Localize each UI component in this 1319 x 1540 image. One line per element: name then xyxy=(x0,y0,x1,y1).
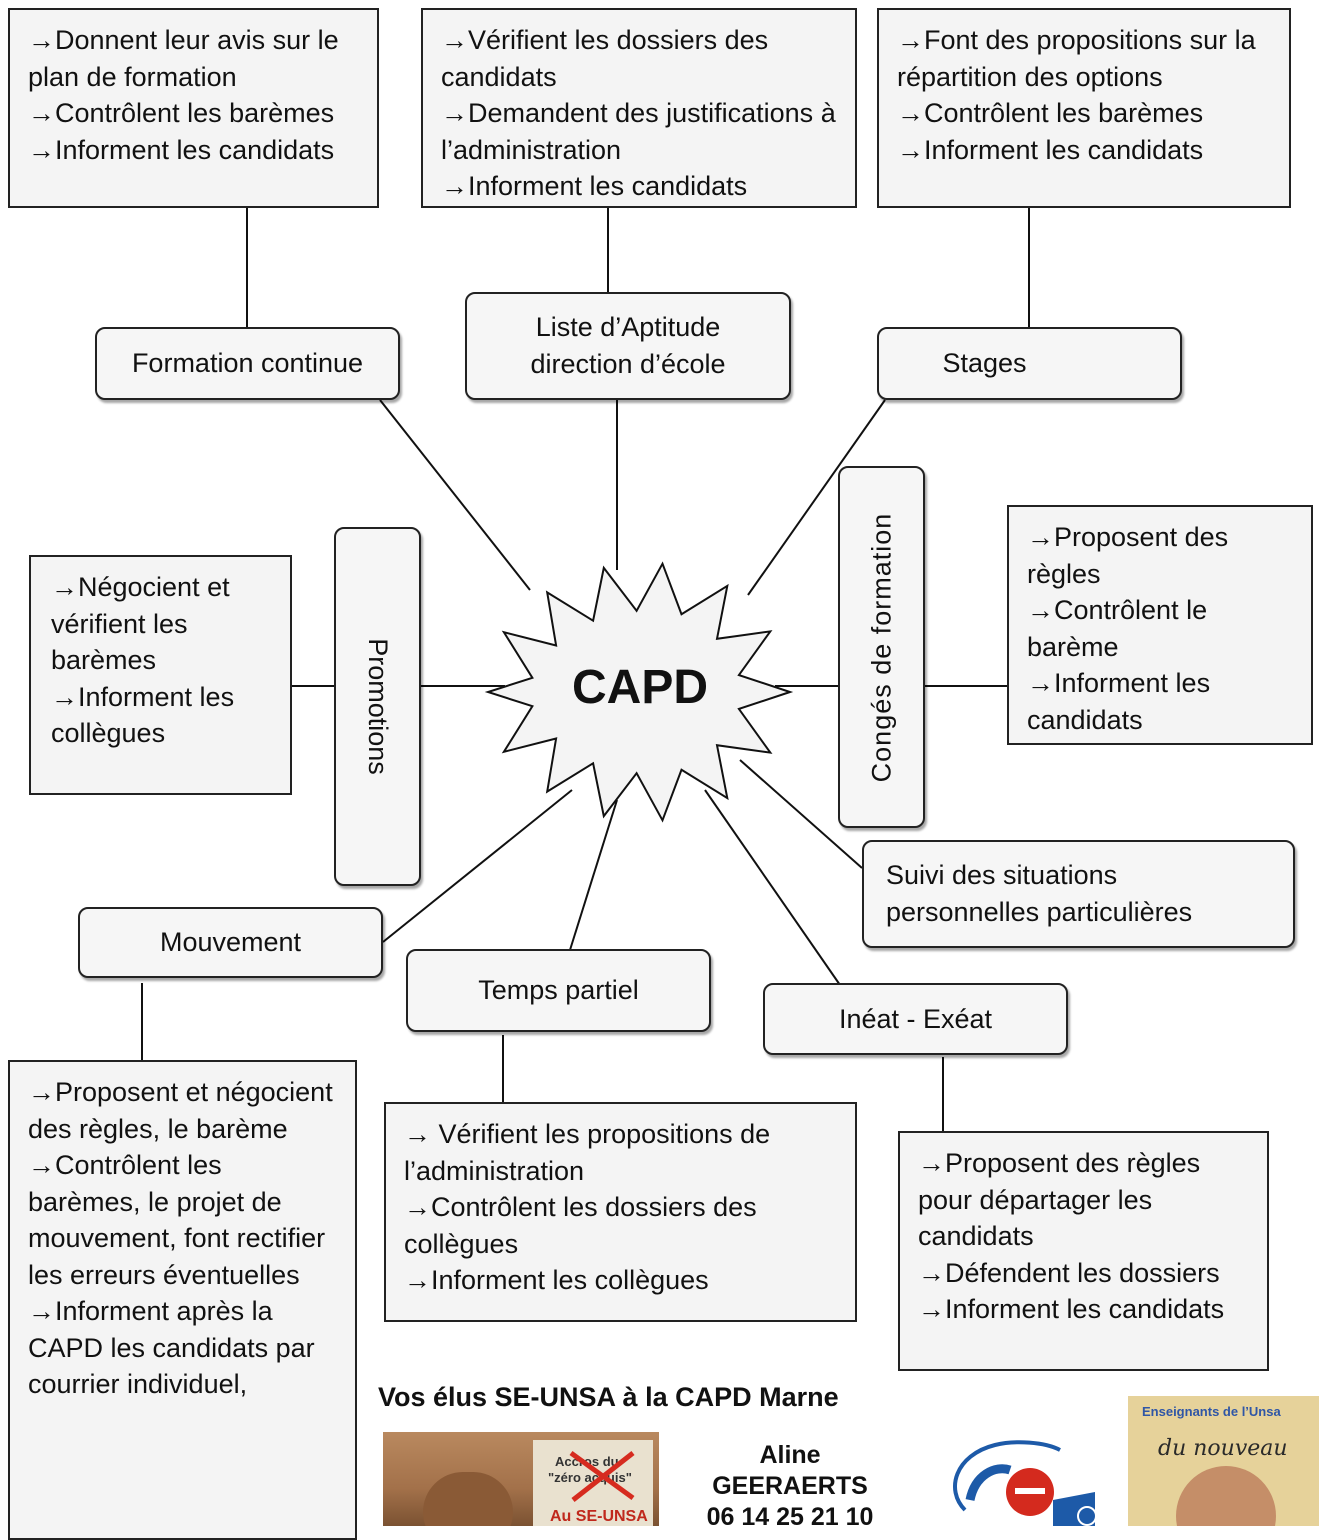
capd-starburst xyxy=(484,561,794,823)
detail-item: Demandent des justifications à l’adminis… xyxy=(441,95,837,168)
node-label: Stages xyxy=(942,348,1027,378)
detail-item: Vérifient les dossiers des candidats xyxy=(441,22,837,95)
person-head xyxy=(1176,1466,1276,1526)
node-label: Formation continue xyxy=(131,348,364,378)
poster-photo-right: Enseignants de l’Unsa du nouveau xyxy=(1128,1396,1319,1526)
promotions-details: Négocient et vérifient les barèmes Infor… xyxy=(29,555,292,795)
node-stages: Stages xyxy=(877,327,1182,400)
poster-header: Enseignants de l’Unsa xyxy=(1142,1404,1281,1419)
detail-item: Proposent et négocient des règles, le ba… xyxy=(28,1074,337,1147)
detail-item: Contrôlent les barèmes xyxy=(28,95,359,132)
detail-item: Contrôlent les barèmes, le projet de mou… xyxy=(28,1147,337,1293)
liste-aptitude-details: Vérifient les dossiers des candidats Dem… xyxy=(421,8,857,208)
elected-section-title: Vos élus SE-UNSA à la CAPD Marne xyxy=(378,1382,839,1412)
detail-item: Informent les candidats xyxy=(1027,665,1293,738)
detail-item: Contrôlent les barèmes xyxy=(897,95,1271,132)
node-label: Mouvement xyxy=(159,927,302,957)
node-ineat-exeat: Inéat - Exéat xyxy=(763,983,1068,1055)
node-label: Temps partiel xyxy=(478,975,639,1005)
detail-item: Contrôlent les dossiers des collègues xyxy=(404,1189,837,1262)
detail-item: Font des propositions sur la répartition… xyxy=(897,22,1271,95)
detail-item: Négocient et vérifient les barèmes xyxy=(51,569,272,679)
formation-continue-details: Donnent leur avis sur le plan de formati… xyxy=(8,8,379,208)
detail-item: Informent les collègues xyxy=(404,1262,837,1299)
poster-text: du nouveau xyxy=(1158,1436,1288,1461)
cross-mark-icon xyxy=(569,1450,635,1502)
node-conges-formation: Congés de formation xyxy=(838,466,925,828)
elected-last-name: GEERAERTS xyxy=(712,1472,868,1500)
capd-center-label: CAPD xyxy=(571,661,708,714)
detail-item: Proposent des règles pour départager les… xyxy=(918,1145,1249,1255)
detail-item: Vérifient les propositions de l’administ… xyxy=(404,1116,837,1189)
stages-details: Font des propositions sur la répartition… xyxy=(877,8,1291,208)
node-formation-continue: Formation continue xyxy=(95,327,400,400)
person-head xyxy=(423,1472,513,1526)
detail-item: Informent les candidats xyxy=(918,1291,1249,1328)
node-suivi-situations: Suivi des situations personnelles partic… xyxy=(862,840,1295,948)
node-promotions: Promotions xyxy=(334,527,421,886)
mouvement-details: Proposent et négocient des règles, le ba… xyxy=(8,1060,357,1540)
photo-sign-line: Au SE-UNSA xyxy=(550,1508,648,1525)
detail-item: Contrôlent le barème xyxy=(1027,592,1293,665)
node-temps-partiel: Temps partiel xyxy=(406,949,711,1032)
detail-item: Informent les collègues xyxy=(51,679,272,752)
se-unsa-logo xyxy=(953,1440,1097,1526)
node-label: Congés de formation xyxy=(866,512,896,782)
detail-item: Proposent des règles xyxy=(1027,519,1293,592)
node-liste-aptitude: Liste d’Aptitude direction d’école xyxy=(465,292,791,400)
elected-phone: 06 14 25 21 10 xyxy=(706,1503,874,1531)
node-label: Inéat - Exéat xyxy=(838,1003,993,1034)
elected-first-name: Aline xyxy=(759,1441,821,1469)
node-label: Suivi des situations personnelles partic… xyxy=(886,860,1193,927)
detail-item: Informent les candidats xyxy=(897,132,1271,169)
node-label: Promotions xyxy=(363,638,393,775)
detail-item: Informent les candidats xyxy=(441,168,837,205)
node-mouvement: Mouvement xyxy=(78,907,383,978)
detail-item: Informent après la CAPD les candidats pa… xyxy=(28,1293,337,1403)
elected-name: Aline GEERAERTS 06 14 25 21 10 xyxy=(690,1440,890,1533)
detail-item: Informent les candidats xyxy=(28,132,359,169)
temps-partiel-details: Vérifient les propositions de l’administ… xyxy=(384,1102,857,1322)
conges-formation-details: Proposent des règles Contrôlent le barèm… xyxy=(1007,505,1313,745)
detail-item: Donnent leur avis sur le plan de formati… xyxy=(28,22,359,95)
node-label: Liste d’Aptitude direction d’école xyxy=(530,312,726,379)
elected-photo-left: Accros du "zéro acquis" Au SE-UNSA xyxy=(383,1432,659,1526)
detail-item: Défendent les dossiers xyxy=(918,1255,1249,1292)
ineat-exeat-details: Proposent des règles pour départager les… xyxy=(898,1131,1269,1371)
